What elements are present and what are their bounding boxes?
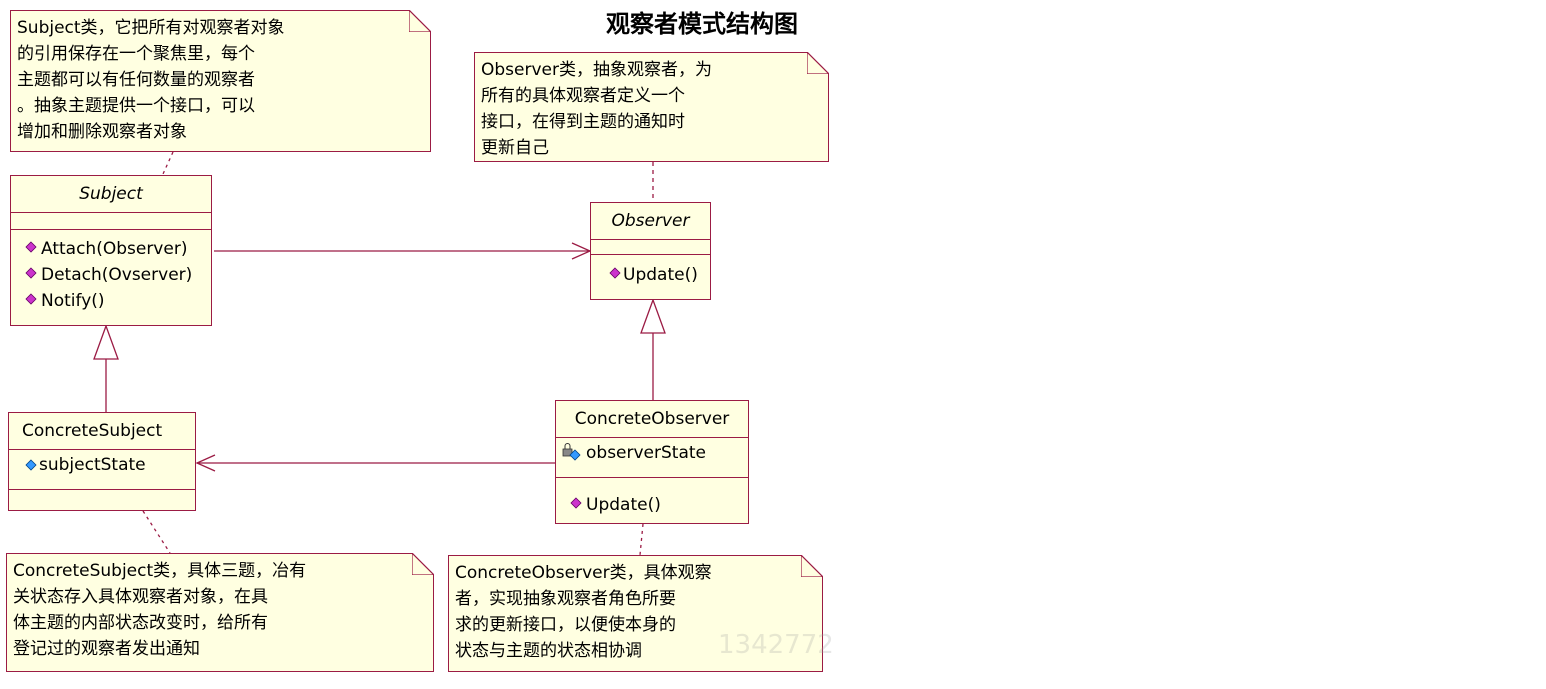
note-observer-text: Observer类，抽象观察者，为 所有的具体观察者定义一个 接口，在得到主题的… <box>481 60 712 158</box>
class-concrete-subject[interactable]: ConcreteSubject subjectState <box>8 412 196 511</box>
attribute-observer-state: observerState <box>556 440 748 466</box>
class-concrete-subject-name: ConcreteSubject <box>9 413 195 450</box>
class-subject-attributes <box>11 213 211 230</box>
concrete-subject-note-anchor <box>142 510 171 554</box>
class-concrete-observer-methods: Update() <box>556 478 748 518</box>
note-fold-icon <box>412 553 434 575</box>
note-observer: Observer类，抽象观察者，为 所有的具体观察者定义一个 接口，在得到主题的… <box>474 52 829 162</box>
note-fold-icon <box>801 555 823 577</box>
private-attribute-lock-icon <box>562 443 581 461</box>
generalization-triangle-subject <box>93 324 119 360</box>
method-notify: Notify() <box>11 288 211 314</box>
note-concrete-subject: ConcreteSubject类，具体三题，冶有 关状态存入具体观察者对象，在具… <box>6 553 434 672</box>
method-icon <box>25 241 37 253</box>
method-icon <box>609 267 621 279</box>
subject-note-anchor <box>162 151 174 175</box>
attribute-observer-state-label: observerState <box>586 443 707 463</box>
note-concrete-subject-text: ConcreteSubject类，具体三题，冶有 关状态存入具体观察者对象，在具… <box>13 561 307 659</box>
diagram-title: 观察者模式结构图 <box>606 10 798 38</box>
method-update-label: Update() <box>623 265 698 285</box>
class-concrete-observer-name: ConcreteObserver <box>556 401 748 438</box>
method-attach-label: Attach(Observer) <box>41 239 188 259</box>
note-concrete-observer-text: ConcreteObserver类，具体观察 者，实现抽象观察者角色所要 求的更… <box>455 563 712 661</box>
class-concrete-observer[interactable]: ConcreteObserver observerState Update() <box>555 400 749 524</box>
association-arrowhead-2 <box>195 454 216 472</box>
generalization-triangle-observer <box>640 298 666 334</box>
class-concrete-observer-attributes: observerState <box>556 438 748 478</box>
attribute-icon <box>25 459 37 471</box>
method-icon <box>570 497 582 509</box>
class-subject[interactable]: Subject Attach(Observer) Detach(Ovserver… <box>10 175 212 326</box>
method-update-label: Update() <box>586 495 661 515</box>
watermark: 1342772 <box>718 630 834 660</box>
method-icon <box>25 267 37 279</box>
note-concrete-observer: ConcreteObserver类，具体观察 者，实现抽象观察者角色所要 求的更… <box>448 555 823 672</box>
class-subject-methods: Attach(Observer) Detach(Ovserver) Notify… <box>11 230 211 314</box>
method-icon <box>25 293 37 305</box>
note-fold-icon <box>807 52 829 74</box>
method-update: Update() <box>556 492 748 518</box>
attribute-subject-state: subjectState <box>9 452 195 478</box>
class-observer[interactable]: Observer Update() <box>590 202 711 300</box>
note-subject: Subject类，它把所有对观察者对象 的引用保存在一个聚焦里，每个 主题都可以… <box>10 10 431 152</box>
class-observer-attributes <box>591 240 710 255</box>
class-subject-name: Subject <box>11 176 211 213</box>
class-observer-methods: Update() <box>591 255 710 288</box>
method-detach-label: Detach(Ovserver) <box>41 265 193 285</box>
attribute-subject-state-label: subjectState <box>39 455 146 475</box>
note-subject-text: Subject类，它把所有对观察者对象 的引用保存在一个聚焦里，每个 主题都可以… <box>17 18 285 142</box>
class-observer-name: Observer <box>591 203 710 240</box>
note-fold-icon <box>409 10 431 32</box>
method-attach: Attach(Observer) <box>11 236 211 262</box>
class-concrete-subject-attributes: subjectState <box>9 450 195 490</box>
method-notify-label: Notify() <box>41 291 105 311</box>
concrete-observer-note-anchor <box>639 523 644 556</box>
method-detach: Detach(Ovserver) <box>11 262 211 288</box>
method-update: Update() <box>591 262 710 288</box>
